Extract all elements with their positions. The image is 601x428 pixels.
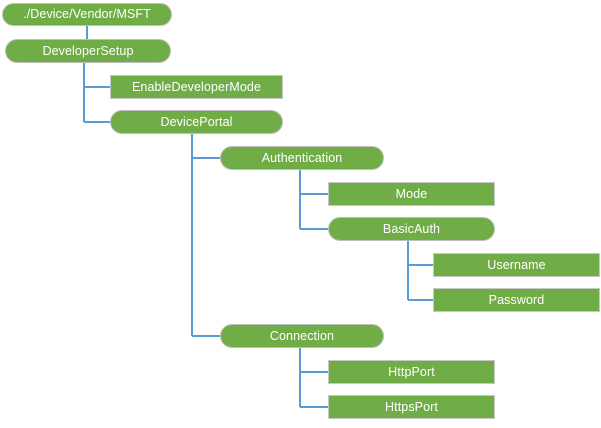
node-label-basicauth: BasicAuth: [382, 221, 441, 236]
node-label-deviceportal: DevicePortal: [160, 114, 233, 129]
node-enabledevelopermode[interactable]: EnableDeveloperMode: [110, 75, 283, 99]
node-label-httpport: HttpPort: [388, 364, 435, 379]
node-username[interactable]: Username: [433, 253, 600, 277]
node-label-enabledevelopermode: EnableDeveloperMode: [131, 79, 262, 94]
node-label-authentication: Authentication: [261, 150, 343, 165]
node-label-developersetup: DeveloperSetup: [42, 43, 134, 58]
node-label-httpsport: HttpsPort: [385, 399, 438, 414]
node-httpport[interactable]: HttpPort: [328, 360, 495, 384]
node-label-password: Password: [488, 292, 545, 307]
node-label-root: ./Device/Vendor/MSFT: [23, 7, 151, 22]
node-label-username: Username: [487, 257, 546, 272]
node-deviceportal[interactable]: DevicePortal: [110, 110, 283, 134]
node-httpsport[interactable]: HttpsPort: [328, 395, 495, 419]
node-authentication[interactable]: Authentication: [220, 146, 384, 170]
node-label-mode: Mode: [395, 186, 428, 201]
node-developersetup[interactable]: DeveloperSetup: [5, 39, 171, 63]
node-root[interactable]: ./Device/Vendor/MSFT: [2, 3, 172, 26]
node-basicauth[interactable]: BasicAuth: [328, 217, 495, 241]
node-label-connection: Connection: [269, 328, 335, 343]
node-connection[interactable]: Connection: [220, 324, 384, 348]
node-mode[interactable]: Mode: [328, 182, 495, 206]
node-password[interactable]: Password: [433, 288, 600, 312]
